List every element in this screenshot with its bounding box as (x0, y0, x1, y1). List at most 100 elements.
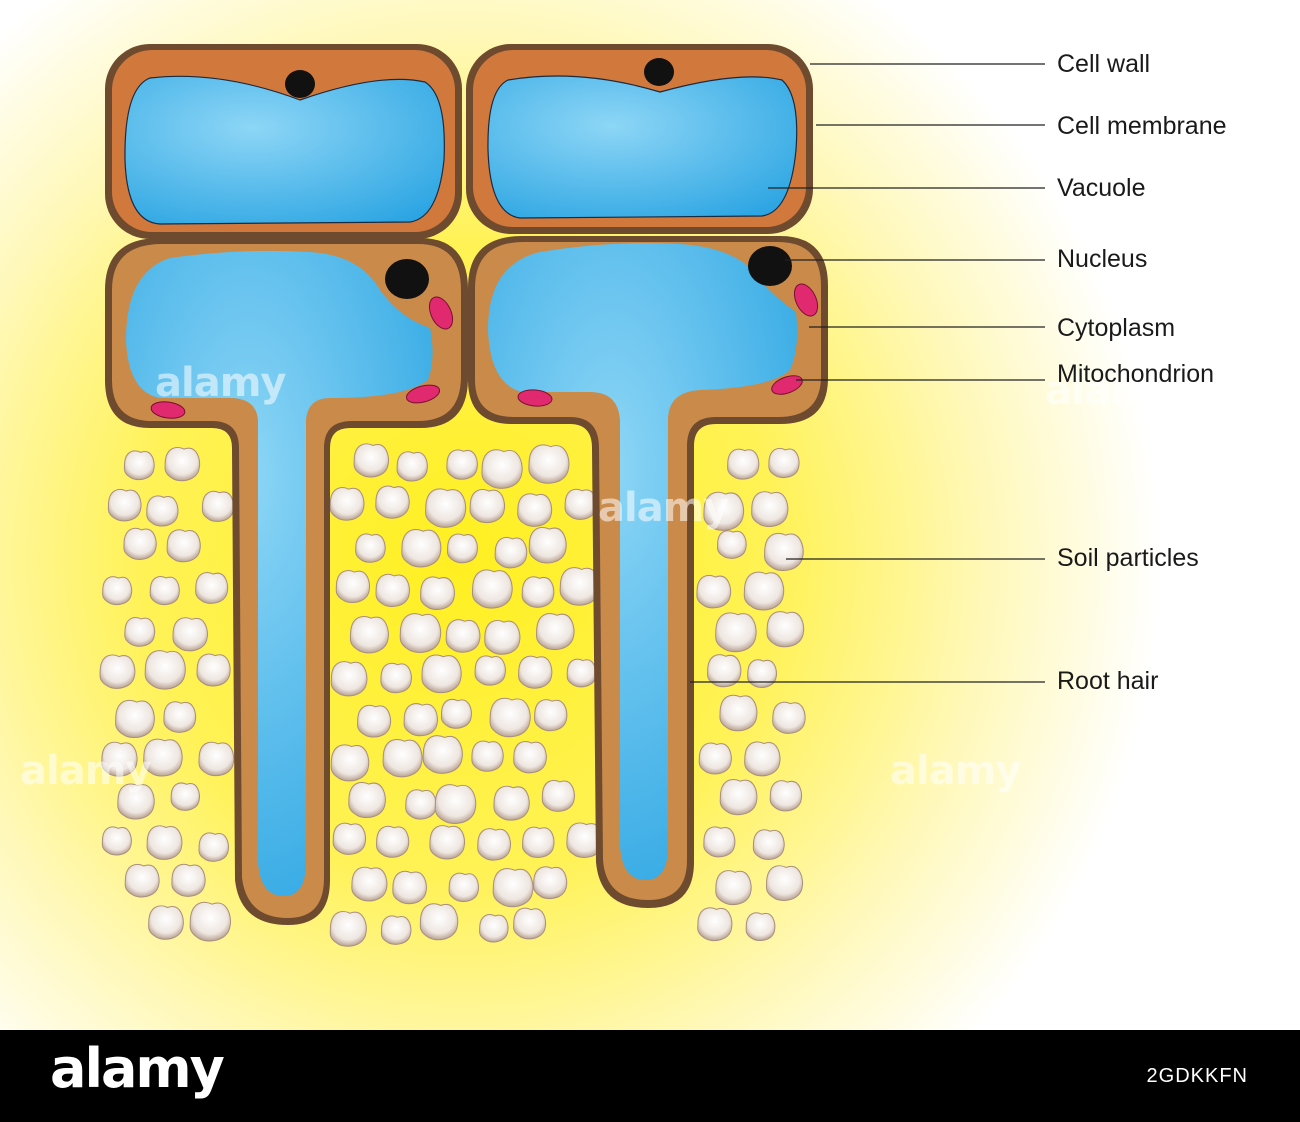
soil-particles-group (99, 443, 806, 947)
soil-particle (534, 699, 568, 732)
vacuole (487, 75, 798, 219)
soil-particle (396, 451, 428, 482)
soil-particle (772, 701, 806, 734)
soil-particle (146, 825, 183, 860)
upper-cell-left (105, 44, 462, 239)
vacuole (488, 243, 798, 880)
soil-particle (380, 662, 412, 694)
soil-particle (422, 735, 463, 774)
soil-particle (521, 576, 555, 608)
soil-particle (172, 617, 208, 652)
soil-particle (330, 661, 368, 697)
watermark-footer: alamy 2GDKKFN (0, 1030, 1300, 1122)
soil-particle (353, 443, 390, 478)
soil-particle (440, 698, 472, 729)
image-id: 2GDKKFN (1146, 1065, 1248, 1087)
soil-particle (493, 785, 530, 821)
root-hair-cell-left (105, 238, 468, 925)
soil-particle (348, 781, 386, 818)
soil-particle (392, 870, 427, 905)
soil-particle (564, 488, 597, 520)
soil-particle (143, 738, 183, 777)
soil-particle (425, 488, 467, 528)
soil-particle (517, 493, 553, 527)
soil-particle (715, 612, 757, 653)
soil-particle (329, 911, 367, 947)
watermark: alamy (598, 485, 729, 531)
upper-cell-right (466, 44, 813, 234)
soil-particle (446, 449, 478, 480)
soil-particle (123, 450, 155, 481)
soil-particle (528, 444, 570, 484)
nucleus (748, 246, 792, 286)
soil-particle (533, 866, 568, 900)
soil-particle (696, 575, 732, 609)
soil-particle (123, 527, 157, 560)
soil-particle (535, 613, 575, 651)
vacuole (124, 75, 445, 225)
soil-particle (768, 448, 800, 479)
soil-particle (144, 650, 186, 690)
soil-particle (474, 655, 506, 686)
mitochondrion (428, 296, 454, 330)
soil-particle (163, 701, 197, 733)
soil-particle (707, 654, 742, 688)
soil-particle (332, 822, 367, 855)
soil-particle (171, 863, 206, 897)
soil-particle (201, 490, 235, 522)
soil-particle (484, 620, 521, 655)
label-soil-particles: Soil particles (1057, 544, 1199, 572)
nucleus (385, 259, 429, 299)
soil-particle (448, 872, 480, 902)
soil-particle (429, 825, 466, 860)
soil-particle (765, 865, 804, 901)
label-vacuole: Vacuole (1057, 174, 1146, 202)
soil-particle (747, 659, 777, 688)
soil-particle (744, 741, 781, 777)
soil-particle (703, 491, 745, 531)
soil-particle (166, 529, 201, 563)
soil-particle (420, 576, 455, 610)
soil-particle (124, 863, 160, 898)
watermark: alamy (1045, 368, 1176, 414)
soil-particle (107, 489, 142, 522)
soil-particle (99, 654, 136, 689)
soil-particle (349, 615, 389, 654)
soil-particle (566, 658, 597, 688)
soil-particle (715, 870, 752, 906)
soil-particle (198, 741, 235, 777)
soil-particle (375, 573, 410, 607)
soil-particle (513, 741, 547, 774)
soil-particle (751, 491, 789, 527)
soil-particle (196, 653, 231, 687)
label-mitochondrion: Mitochondrion (1057, 360, 1215, 388)
soil-particle (355, 533, 386, 563)
soil-particle (446, 533, 478, 564)
soil-particle (697, 907, 733, 942)
soil-particle (102, 576, 133, 606)
soil-particle (766, 611, 805, 648)
soil-particle (149, 576, 180, 606)
soil-particle (117, 783, 155, 820)
mitochondrion (517, 389, 553, 407)
mitochondrion (793, 283, 819, 317)
soil-particle (419, 903, 459, 941)
leader-lines (690, 63, 1045, 683)
soil-particle (375, 485, 410, 519)
nucleus (285, 70, 315, 98)
alamy-logo: alamy (50, 1037, 225, 1100)
vacuole (126, 250, 433, 896)
soil-particle (335, 570, 371, 604)
soil-particle (743, 571, 785, 611)
label-nucleus: Nucleus (1057, 245, 1148, 273)
soil-particle (403, 703, 438, 737)
soil-particle (727, 448, 760, 480)
soil-particle (481, 449, 523, 489)
label-cytoplasm: Cytoplasm (1057, 314, 1176, 342)
soil-particle (115, 699, 155, 738)
soil-particle (719, 694, 758, 732)
soil-particle (124, 617, 156, 647)
soil-particle (764, 532, 804, 571)
soil-particle (489, 697, 531, 738)
soil-particle (469, 489, 506, 524)
